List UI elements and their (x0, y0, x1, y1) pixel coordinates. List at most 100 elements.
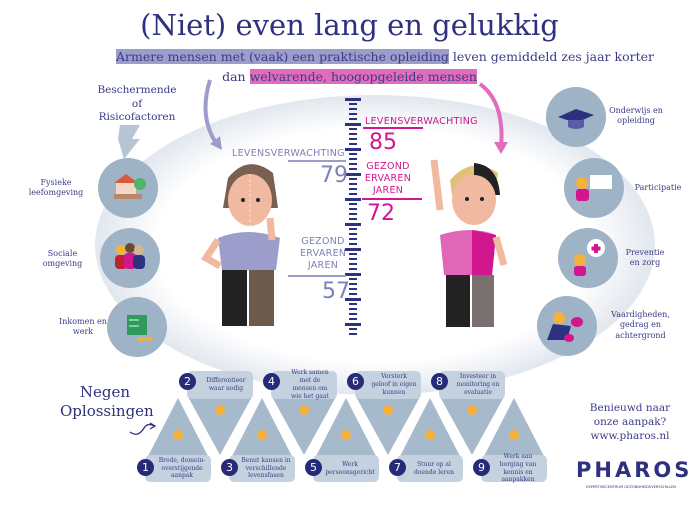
person-icon (215, 405, 225, 415)
solution-number-badge: 5 (305, 459, 322, 476)
ruler-tick (345, 323, 361, 326)
health-cross-icon (574, 239, 605, 276)
low-life-expectancy-label: LEVENSVERWACHTING (232, 148, 345, 159)
solution-label-4: Werk samen met de mensen om wie het gaat (271, 369, 337, 400)
cta-line: Benieuwd naar (589, 402, 671, 414)
factor-label: Vaardigheden, gedrag en achtergrond (611, 310, 670, 340)
label-line: JAREN (307, 259, 339, 271)
solution-label-9: Werk aan borging van kennis en aanpakken (481, 453, 547, 483)
ruler-tick (349, 328, 357, 330)
solution-label-5: Werk persoonsgericht (313, 455, 379, 482)
ruler-tick (349, 333, 357, 335)
arrow-down-left-icon (203, 79, 222, 150)
subtitle-line-1: Armere mensen met (vaak) een praktische … (116, 49, 654, 64)
factor-label: Onderwijs en opleiding (609, 106, 663, 126)
person-icon (467, 405, 477, 415)
heading-line: Negen (79, 383, 131, 401)
whiteboard-icon (576, 175, 612, 201)
graduation-cap-icon (558, 109, 594, 129)
ruler-tick (349, 283, 357, 285)
heading-line: Risicofactoren (98, 111, 176, 124)
low-life-expectancy-value: 79 (320, 163, 348, 188)
ruler-tick (349, 193, 357, 195)
ruler-tick (349, 183, 357, 185)
solution-label-6: Versterk geloof in eigen kunnen (355, 371, 421, 399)
solution-triangle (355, 395, 421, 455)
ruler-tick (349, 128, 357, 130)
ruler-tick (345, 98, 361, 101)
subtitle-highlight-poor: Armere mensen met (vaak) een praktische … (116, 49, 449, 64)
ruler-tick (349, 188, 357, 190)
happy-person-illustration (430, 159, 507, 327)
divider (288, 275, 346, 277)
ruler-tick (349, 263, 357, 265)
ruler-tick (349, 233, 357, 235)
ruler-tick (349, 118, 357, 120)
ruler-tick (349, 163, 357, 165)
person-icon (341, 430, 351, 440)
money-icon (127, 315, 153, 341)
ruler-tick (349, 308, 357, 310)
ruler-tick (345, 273, 361, 276)
ruler-tick (349, 178, 357, 180)
factor-circle-sociale-omgeving (100, 228, 160, 288)
solution-label-3: Benut kansen in verschillende levensfase… (229, 455, 295, 482)
ruler-tick (345, 173, 361, 176)
heading-line: Oplossingen (60, 401, 154, 420)
person-icon (299, 405, 309, 415)
factor-circle-vaardigheden (537, 296, 597, 356)
sad-person-illustration (201, 164, 280, 326)
logo-text: PHAROS (576, 458, 693, 482)
ruler-tick (349, 168, 357, 170)
solution-number-badge: 3 (221, 459, 238, 476)
ruler-tick (345, 248, 361, 251)
logo-tagline: EXPERTISECENTRUM GEZONDHEIDSVERSCHILLEN (586, 485, 676, 489)
factor-label: Sociale omgeving (42, 249, 83, 269)
factor-label: Participatie (634, 183, 682, 192)
solution-number-badge: 2 (179, 373, 196, 390)
subtitle-text: leven gemiddeld zes jaar korter (452, 49, 654, 64)
factor-label: Inkomen en werk (59, 317, 107, 337)
label-line: ERVAREN (364, 172, 412, 184)
ruler-tick (349, 293, 357, 295)
ruler-tick (349, 238, 357, 240)
solution-label-7: Stuur op al doende leren (397, 455, 463, 482)
people-icon (115, 243, 145, 269)
ruler-tick (345, 148, 361, 151)
label-line: ERVAREN (300, 247, 347, 259)
ruler-tick (345, 298, 361, 301)
ruler-tick (349, 303, 357, 305)
cta-line: onze aanpak? (593, 416, 667, 429)
solution-number-badge: 4 (263, 373, 280, 390)
ruler-tick (345, 223, 361, 226)
subtitle-dan: dan (222, 69, 246, 84)
ruler-tick (349, 313, 357, 315)
low-healthy-years-value: 57 (322, 279, 350, 304)
person-icon (425, 430, 435, 440)
ruler-tick (349, 113, 357, 115)
ruler-tick (349, 138, 357, 140)
ruler-tick (349, 213, 357, 215)
ruler-tick (349, 218, 357, 220)
pharos-logo: PHAROS (576, 458, 689, 482)
ruler-tick (345, 198, 361, 201)
ruler-tick (349, 318, 357, 320)
factor-circle-fysieke-leefomgeving (98, 158, 158, 218)
page-title: (Niet) even lang en gelukkig (140, 8, 559, 42)
person-icon (173, 430, 183, 440)
person-icon (383, 405, 393, 415)
ruler-tick (349, 243, 357, 245)
solution-label-2: Differentieer waar nodig (187, 371, 253, 399)
solution-triangle (187, 395, 253, 455)
subtitle-highlight-rich: welvarende, hoogopgeleide mensen (249, 69, 477, 84)
factor-label: Preventie en zorg (625, 248, 665, 268)
pharos-link[interactable]: www.pharos.nl (590, 430, 670, 443)
solution-triangle (439, 395, 505, 455)
ruler-tick (349, 203, 357, 205)
subtitle-line-2: dan welvarende, hoogopgeleide mensen (0, 69, 699, 84)
ruler-tick (345, 123, 361, 126)
ruler-tick (349, 143, 357, 145)
